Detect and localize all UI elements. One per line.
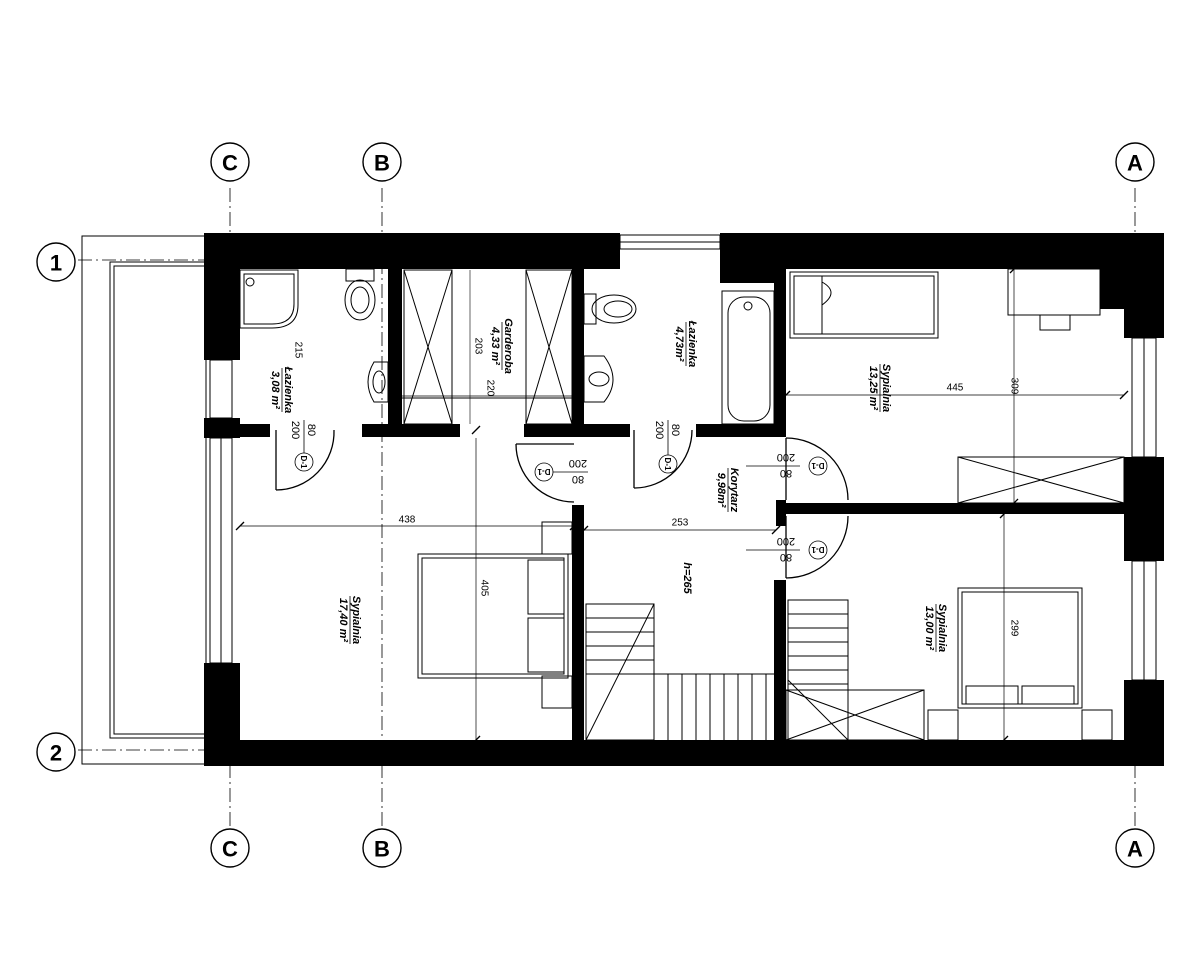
grid-bubble-1 [36,242,76,282]
grid-bubble-2 [36,732,76,772]
room-name-sypialnia-left: Sypialnia [350,596,362,644]
room-name-sypialnia-top: Sypialnia [880,364,892,412]
grid-bubble-b-bottom [362,828,402,868]
room-name-sypialnia-bottom: Sypialnia [936,604,948,652]
room-area-lazienka-large: 4,73m² [673,326,685,362]
dimension-lines [240,269,1124,740]
stairs [585,599,849,741]
door-tag-1: D-1 [299,456,308,469]
dimension-253: 253 [672,518,689,529]
door-tag-lazienka-small: 80 200 D-1 [289,420,317,472]
door-tag-garderoba: 80 200 D-1 [534,457,588,485]
grid-label-1: 1 [50,251,62,276]
room-name-korytarz: Korytarz [728,468,740,513]
grid-bubble-a-top [1115,142,1155,182]
door-tag-sypialnia-bottom: 80 200 D-1 [746,535,828,563]
doors [275,429,849,579]
dimension-405: 405 [479,580,490,597]
balcony [81,235,207,765]
room-name-lazienka-small: Łazienka [282,366,294,413]
door-height-3: 200 [653,421,665,439]
door-tag-3: D-1 [663,458,672,471]
grid-label-c-top: C [222,151,238,176]
door-tag-2: D-1 [537,467,550,476]
dimension-299: 299 [1009,620,1020,637]
room-area-sypialnia-left: 17,40 m² [337,598,349,642]
dimension-445: 445 [947,383,964,394]
grid-bubble-a-bottom [1115,828,1155,868]
room-height: h=265 [681,562,693,594]
grid-label-b-bottom: B [374,837,390,862]
dimension-309: 309 [1009,378,1020,395]
grid-label-2: 2 [50,741,62,766]
door-height-4: 200 [777,451,795,463]
dimension-220: 220 [485,380,496,397]
door-width-4: 80 [780,467,792,479]
fixtures [239,268,1125,741]
door-width-5: 80 [780,551,792,563]
door-height-2: 200 [569,457,587,469]
door-height-1: 200 [289,421,301,439]
room-area-lazienka-small: 3,08 m² [269,371,281,409]
walls [204,233,1164,766]
door-width-2: 80 [572,473,584,485]
door-width-3: 80 [669,424,681,436]
room-area-garderoba: 4,33 m² [489,326,501,365]
room-area-sypialnia-bottom: 13,00 m² [923,606,935,650]
grid-bubble-c-bottom [210,828,250,868]
dimension-215: 215 [293,342,304,359]
room-name-lazienka-large: Łazienka [686,320,698,367]
room-area-sypialnia-top: 13,25 m² [867,366,879,410]
room-name-garderoba: Garderoba [502,318,514,374]
door-tag-lazienka-large: 80 200 D-1 [653,420,681,474]
dimension-438: 438 [399,515,416,526]
grid-bubbles [36,142,1155,868]
room-area-korytarz: 9,98m² [715,473,727,508]
grid-label-b-top: B [374,151,390,176]
door-tag-5: D-1 [811,545,824,554]
grid-label-c-bottom: C [222,837,238,862]
dimension-ticks [235,264,1129,745]
door-tag-4: D-1 [811,461,824,470]
door-height-5: 200 [777,535,795,547]
grid-bubble-b-top [362,142,402,182]
door-tag-sypialnia-top: 80 200 D-1 [746,451,828,479]
door-width-1: 80 [305,424,317,436]
dimension-203: 203 [473,338,484,355]
grid-label-a-bottom: A [1127,837,1143,862]
grid-label-a-top: A [1127,151,1143,176]
windows [209,234,1157,681]
grid-bubble-c-top [210,142,250,182]
